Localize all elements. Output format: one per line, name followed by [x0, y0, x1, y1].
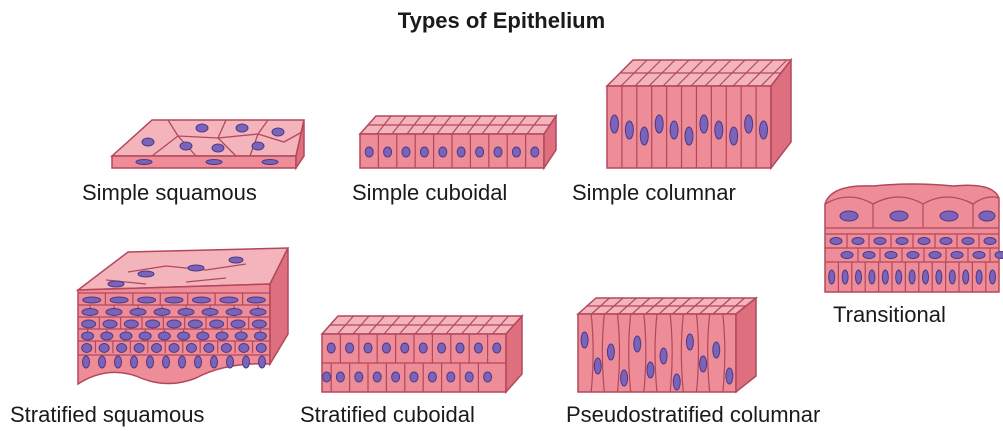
label-stratified-cuboidal: Stratified cuboidal	[300, 402, 475, 428]
label-transitional: Transitional	[833, 302, 946, 328]
diagram-title: Types of Epithelium	[0, 8, 1003, 34]
transitional-illustration	[823, 180, 1001, 296]
label-pseudostratified-columnar: Pseudostratified columnar	[566, 402, 820, 428]
simple-cuboidal-illustration	[358, 112, 558, 170]
pseudostratified-columnar-illustration	[576, 296, 758, 394]
simple-columnar-illustration	[605, 58, 795, 170]
stratified-cuboidal-illustration	[320, 314, 524, 394]
label-simple-squamous: Simple squamous	[82, 180, 257, 206]
label-simple-columnar: Simple columnar	[572, 180, 736, 206]
label-stratified-squamous: Stratified squamous	[10, 402, 204, 428]
simple-squamous-illustration	[108, 112, 308, 170]
stratified-squamous-illustration	[76, 244, 292, 392]
label-simple-cuboidal: Simple cuboidal	[352, 180, 507, 206]
